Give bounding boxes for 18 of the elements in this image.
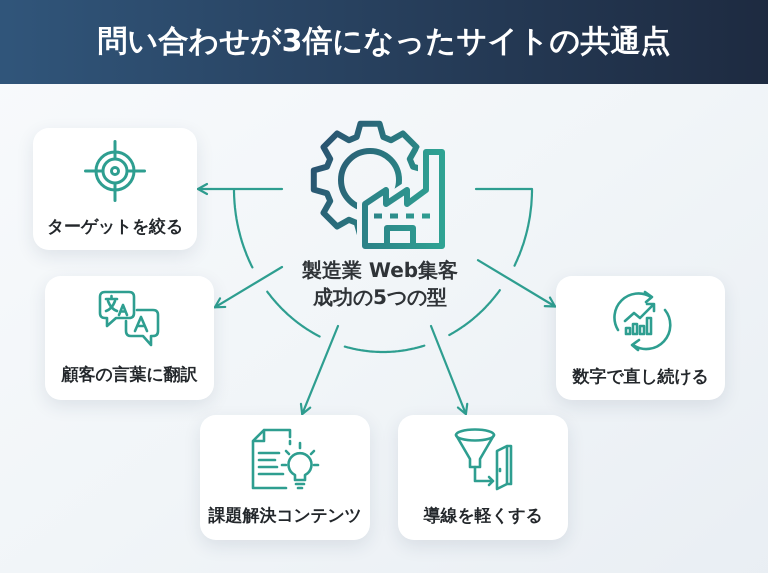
- card-label: 数字で直し続ける: [572, 366, 708, 388]
- arrow: [300, 324, 340, 416]
- step-card: [33, 128, 197, 250]
- card-label: 顧客の言葉に翻訳: [62, 364, 198, 386]
- step-card: [200, 415, 370, 540]
- arrow: [476, 259, 556, 308]
- step-card: [45, 276, 214, 400]
- card-label: 導線を軽くする: [424, 505, 542, 528]
- hub-heading: 成功の5つの型: [313, 284, 447, 311]
- arrow: [196, 182, 284, 196]
- step-card: [398, 415, 568, 540]
- title-text: 問い合わせが3倍になったサイトの共通点: [98, 23, 670, 61]
- arrow: [214, 266, 284, 308]
- hub-heading: 製造業 Web集客: [302, 257, 458, 284]
- arrow: [430, 324, 468, 416]
- step-card: [556, 276, 725, 400]
- card-label: 課題解決コンテンツ: [208, 505, 362, 528]
- card-label: ターゲットを絞る: [47, 216, 183, 238]
